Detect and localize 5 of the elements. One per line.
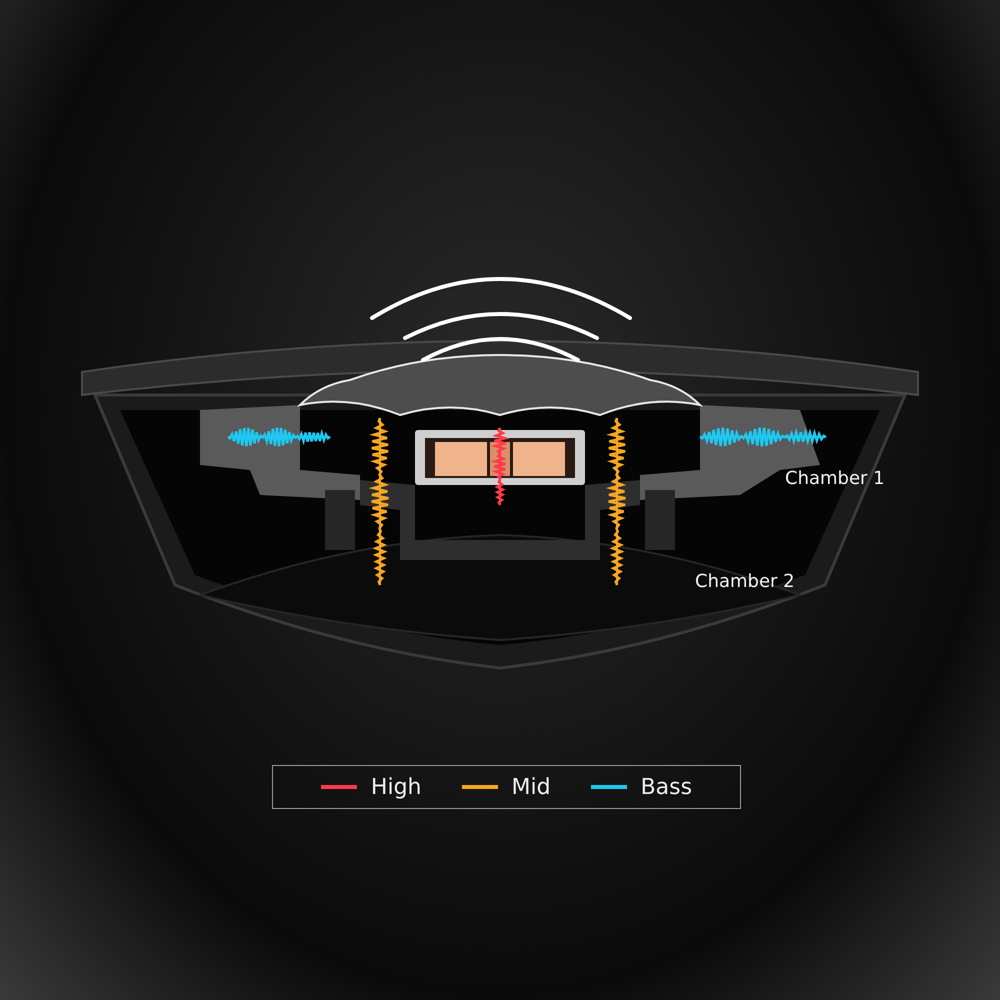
legend-label: Bass	[640, 774, 692, 800]
chamber-label: Chamber 1	[785, 468, 885, 489]
chamber-label: Chamber 2	[695, 571, 795, 592]
legend-label: High	[370, 774, 422, 800]
legend-label: Mid	[512, 774, 551, 800]
